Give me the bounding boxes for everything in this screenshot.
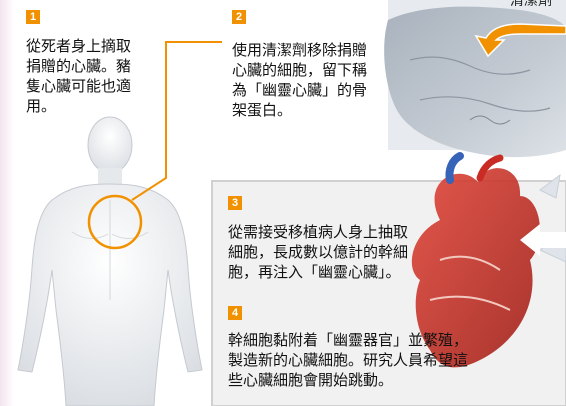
step-3-line-1: 從需接受移植病人身上抽取 bbox=[228, 223, 409, 241]
ghost-heart-illustration bbox=[384, 0, 566, 158]
step-2-line-2: 心臟的細胞，留下稱 bbox=[232, 61, 368, 79]
step-3-badge: 3 bbox=[228, 196, 242, 210]
left-edge-band bbox=[0, 0, 14, 406]
step-2-text: 使用清潔劑移除捐贈 心臟的細胞，留下稱 為「幽靈心臟」的骨 架蛋白。 bbox=[232, 40, 367, 120]
step-4-line-1: 幹細胞黏附着「幽靈器官」並繁殖， bbox=[228, 331, 469, 349]
step-4-line-3: 些心臟細胞會開始跳動。 bbox=[228, 371, 394, 389]
connector-line-1-2 bbox=[131, 41, 222, 201]
step-1-line-4: 用。 bbox=[26, 97, 57, 115]
human-body-illustration bbox=[17, 116, 203, 406]
step-1-line-2: 捐贈的心臟。豬 bbox=[26, 57, 132, 75]
step-3-line-3: 胞，再注入「幽靈心臟」。 bbox=[228, 263, 401, 281]
injection-arrow-1 bbox=[520, 224, 566, 256]
heart-location-circle bbox=[87, 194, 143, 250]
detergent-label: 清潔劑 bbox=[510, 0, 552, 9]
step-4-badge: 4 bbox=[228, 306, 242, 320]
detergent-arrow bbox=[474, 23, 566, 58]
step-2-line-1: 使用清潔劑移除捐贈 bbox=[232, 41, 368, 59]
step-2-line-4: 架蛋白。 bbox=[232, 101, 293, 119]
step-1-line-1: 從死者身上摘取 bbox=[26, 37, 132, 55]
step-1-text: 從死者身上摘取 捐贈的心臟。豬 隻心臟可能也適 用。 bbox=[26, 36, 131, 116]
step-1-line-3: 隻心臟可能也適 bbox=[26, 77, 132, 95]
step-3-text: 從需接受移植病人身上抽取 細胞，長成數以億計的幹細 胞，再注入「幽靈心臟」。 bbox=[228, 222, 408, 282]
step-2-line-3: 為「幽靈心臟」的骨 bbox=[232, 81, 368, 99]
step-3-line-2: 細胞，長成數以億計的幹細 bbox=[228, 243, 409, 261]
step-4-text: 幹細胞黏附着「幽靈器官」並繁殖， 製造新的心臟細胞。研究人員希望這 些心臟細胞會… bbox=[228, 330, 468, 390]
step-1-badge: 1 bbox=[26, 10, 40, 24]
step-4-line-2: 製造新的心臟細胞。研究人員希望這 bbox=[228, 351, 469, 369]
step-2-badge: 2 bbox=[232, 10, 246, 24]
